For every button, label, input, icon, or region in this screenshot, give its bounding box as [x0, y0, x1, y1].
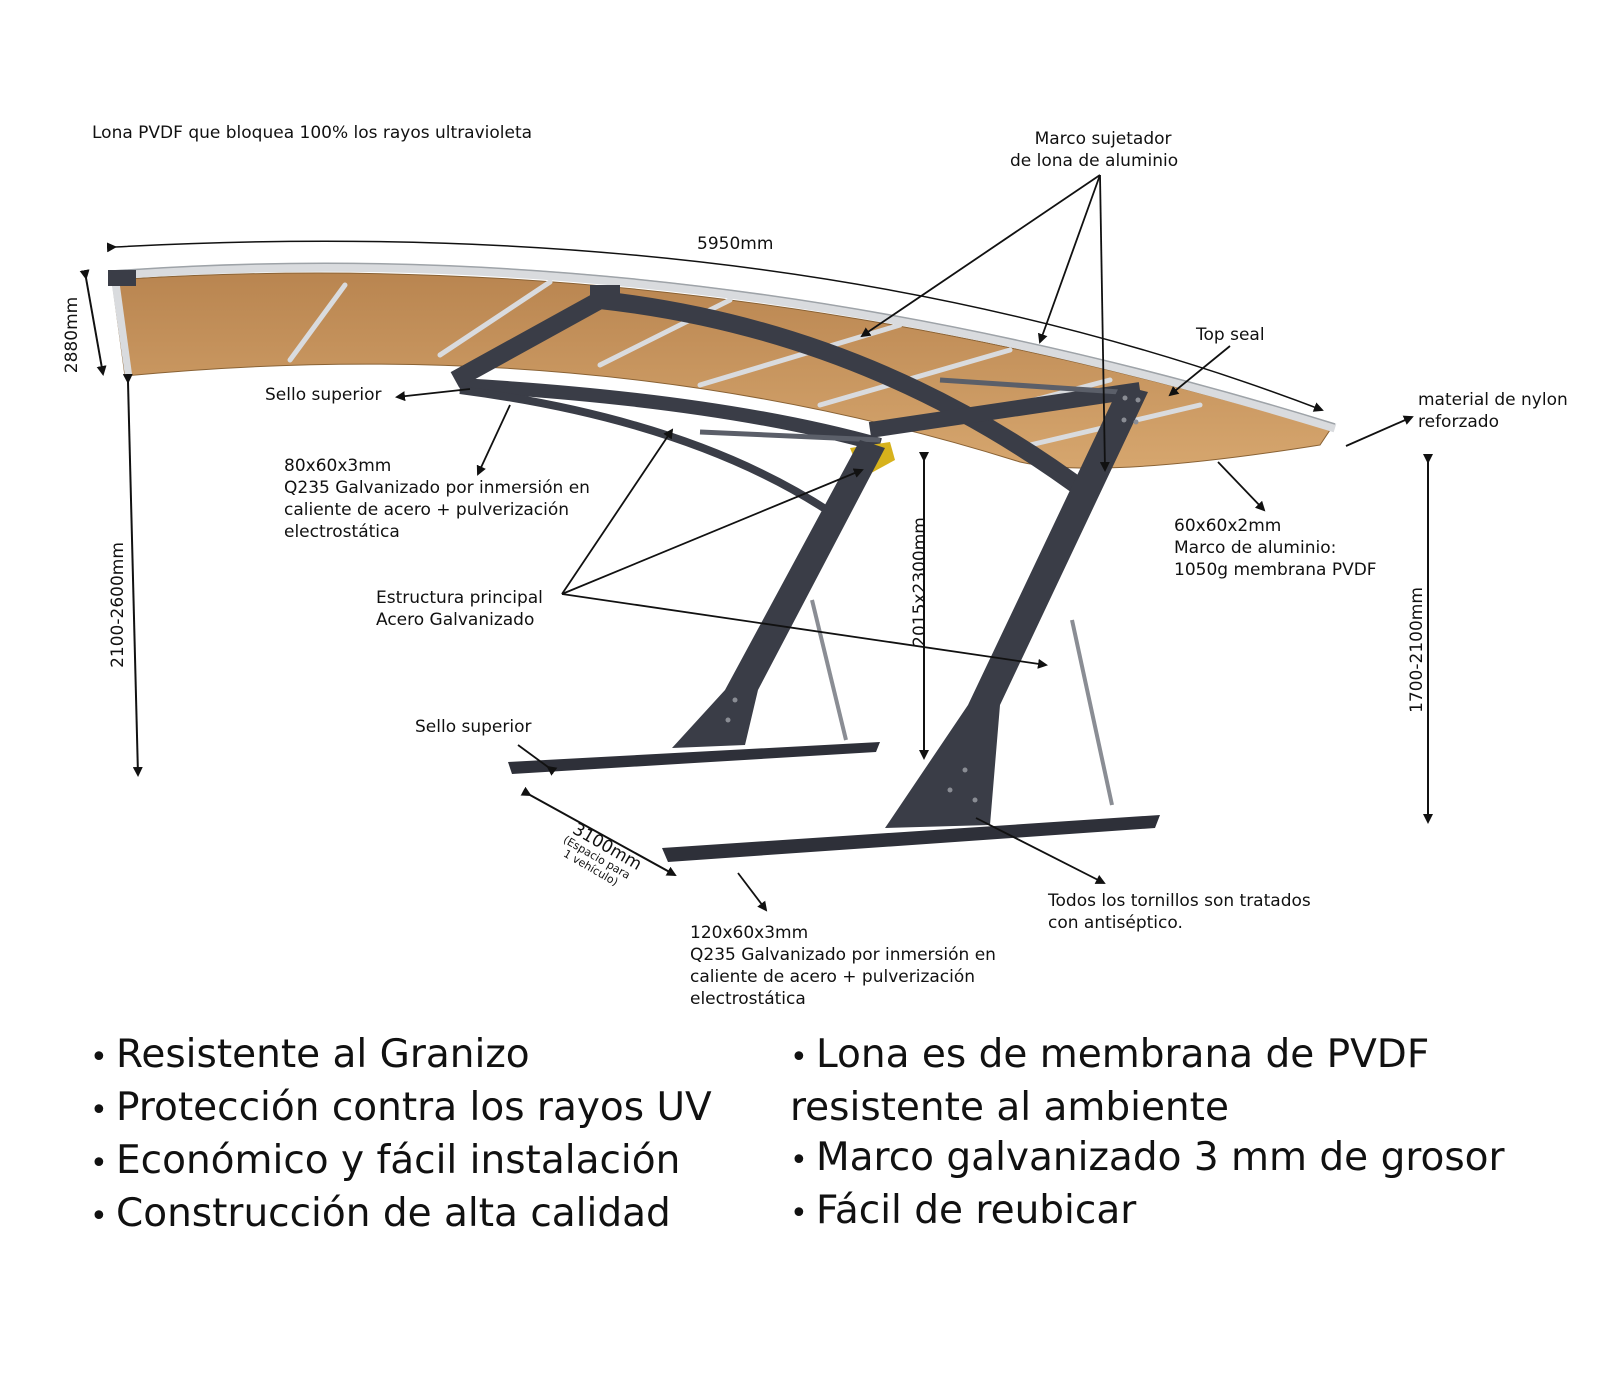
- beam-80-line-4: electrostática: [284, 522, 400, 542]
- sello-superior-label-2: Sello superior: [415, 717, 532, 737]
- dim-2880-arrow: [79, 269, 107, 376]
- nylon-label: material de nylon reforzado: [1418, 389, 1568, 433]
- feature-item: •Marco galvanizado 3 mm de grosor: [790, 1135, 1505, 1180]
- base-120-line-1: 120x60x3mm: [690, 923, 809, 943]
- top-seal-label: Top seal: [1196, 325, 1265, 345]
- marco-sujetador-line-1: Marco sujetador: [1034, 129, 1172, 149]
- features-right: •Lona es de membrana de PVDF resistente …: [790, 1030, 1505, 1239]
- marco-sujetador-label: Marco sujetador de lona de aluminio: [1010, 128, 1178, 172]
- feature-item: •Económico y fácil instalación: [90, 1138, 681, 1183]
- base-120-line-4: electrostática: [690, 989, 806, 1009]
- beam-80-line-1: 80x60x3mm: [284, 456, 392, 476]
- beam-80-label: 80x60x3mm Q235 Galvanizado por inmersión…: [284, 455, 590, 543]
- canopy-end-cap: [108, 270, 136, 286]
- height-2100-2600-label: 2100-2600mm: [107, 542, 128, 668]
- features-left: •Resistente al Granizo •Protección contr…: [90, 1030, 712, 1242]
- marco-sujetador-line-2: de lona de aluminio: [1010, 151, 1179, 171]
- base-120-label: 120x60x3mm Q235 Galvanizado por inmersió…: [690, 922, 996, 1010]
- dim-3100-arrow: [520, 786, 677, 876]
- feature-item: •Construcción de alta calidad: [90, 1191, 671, 1236]
- tornillos-line-2: con antiséptico.: [1048, 913, 1183, 933]
- base-120-line-3: caliente de acero + pulverización: [690, 967, 976, 987]
- frame-60-line-1: 60x60x2mm: [1174, 516, 1282, 536]
- frame-60-line-3: 1050g membrana PVDF: [1174, 560, 1377, 580]
- height-2880-label: 2880mm: [62, 296, 83, 374]
- tornillos-line-1: Todos los tornillos son tratados: [1048, 891, 1311, 911]
- dim-5950-arrow: [106, 240, 1324, 412]
- feature-item: •Lona es de membrana de PVDF: [790, 1032, 1430, 1077]
- frame-60-label: 60x60x2mm Marco de aluminio: 1050g membr…: [1174, 515, 1377, 581]
- nylon-line-1: material de nylon: [1418, 390, 1568, 410]
- rear-leg: [885, 385, 1148, 828]
- frame-60-line-2: Marco de aluminio:: [1174, 538, 1337, 558]
- tornillos-label: Todos los tornillos son tratados con ant…: [1048, 890, 1311, 934]
- rear-base-bar: [662, 815, 1160, 862]
- uv-note: Lona PVDF que bloquea 100% los rayos ult…: [92, 123, 533, 143]
- dim-2100-2600-arrow: [122, 373, 143, 777]
- feature-item-continuation: resistente al ambiente: [790, 1085, 1229, 1130]
- beam-80-line-3: caliente de acero + pulverización: [284, 500, 570, 520]
- nylon-line-2: reforzado: [1418, 412, 1499, 432]
- beam-80-line-2: Q235 Galvanizado por inmersión en: [284, 478, 590, 498]
- height-1700-2100-label: 1700-2100mm: [1406, 587, 1427, 713]
- feature-item: •Fácil de reubicar: [790, 1188, 1137, 1233]
- feature-item: •Resistente al Granizo: [90, 1032, 530, 1077]
- estructura-line-2: Acero Galvanizado: [376, 610, 535, 630]
- sello-superior-label-1: Sello superior: [265, 385, 382, 405]
- estructura-line-1: Estructura principal: [376, 588, 543, 608]
- base-120-line-2: Q235 Galvanizado por inmersión en: [690, 945, 996, 965]
- height-2015-label: 2015x2300mm: [909, 517, 930, 647]
- length-5950-label: 5950mm: [697, 234, 774, 254]
- front-leg: [672, 440, 885, 748]
- front-base-bar: [508, 742, 880, 774]
- estructura-label: Estructura principal Acero Galvanizado: [376, 587, 543, 631]
- feature-item: •Protección contra los rayos UV: [90, 1085, 712, 1130]
